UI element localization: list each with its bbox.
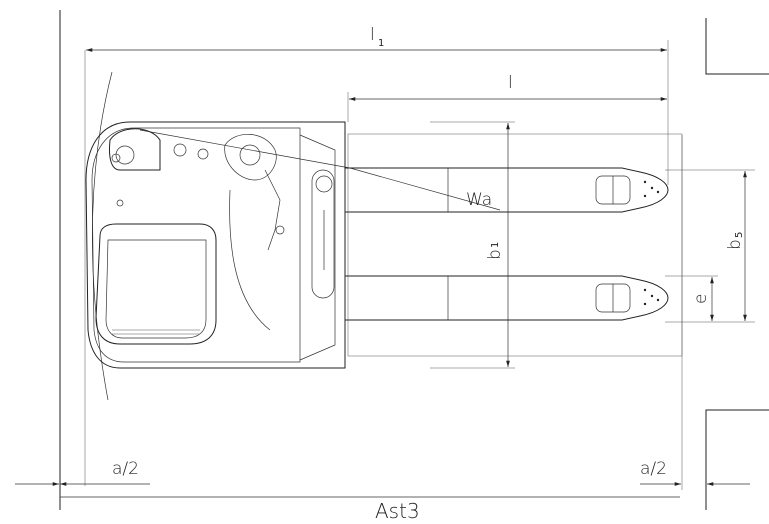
dimension-wa-line	[349, 167, 501, 211]
label-l1-subscript: 1	[378, 38, 384, 49]
fork-rivets	[643, 180, 660, 306]
label-a2-right: a/2	[640, 459, 667, 479]
label-wa: Wa	[466, 190, 492, 210]
label-b1: b	[485, 249, 505, 260]
pallet-outline	[347, 133, 683, 357]
operator-platform	[95, 223, 217, 345]
aisle-walls	[59, 10, 769, 510]
label-a2-left: a/2	[112, 459, 139, 479]
fork-left	[345, 167, 669, 213]
label-l1: l	[370, 25, 375, 45]
battery-cover	[299, 134, 336, 361]
extension-lines	[84, 40, 755, 490]
label-b5-subscript: 5	[734, 232, 745, 238]
label-ast3: Ast3	[375, 499, 420, 523]
tiller-head	[109, 128, 285, 331]
label-l: l	[508, 73, 513, 93]
dimension-lines	[15, 48, 750, 498]
truck-chassis	[85, 121, 346, 369]
bottom-right-wall-corner	[705, 409, 769, 510]
label-b1-subscript: 1	[490, 242, 501, 248]
top-right-wall-corner	[705, 18, 769, 75]
dimension-labels: l 1 l Wa b 1 b 5 e a/2 a/2 Ast3	[112, 25, 745, 523]
label-e: e	[691, 294, 711, 304]
label-b5: b	[725, 239, 745, 250]
turning-radius-arc	[92, 71, 113, 401]
fork-right	[345, 275, 669, 321]
